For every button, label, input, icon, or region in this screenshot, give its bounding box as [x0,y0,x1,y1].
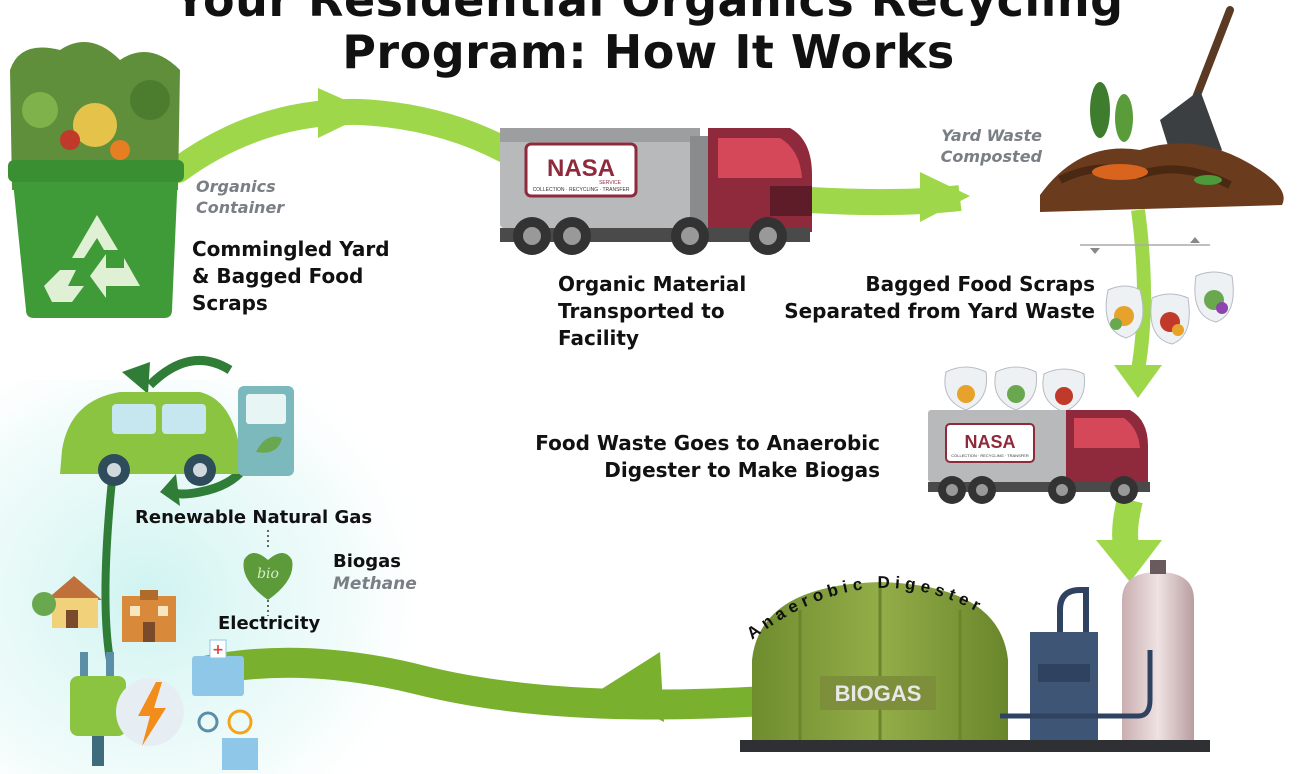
leaf-icon [256,436,282,453]
hospital-icon: + [192,639,244,696]
digester-transport-truck: NASA COLLECTION · RECYCLING · TRANSFER [928,366,1150,504]
bio-heart-icon: bio [243,530,293,616]
lightning-icon [116,678,184,746]
organics-container-caption: Organics Container [196,177,285,217]
wifi-device-icon [197,709,258,770]
page-title-line-2: Program: How It Works [342,25,955,79]
anaerobic-label: Food Waste Goes to Anaerobic Digester to… [535,431,880,482]
organics-bin [8,42,184,318]
methane-caption: Methane [333,574,417,594]
flow-arrow-truck-to-compost [809,172,970,222]
truck-tagline-text: COLLECTION · RECYCLING · TRANSFER [533,187,630,193]
separation-label: Bagged Food Scraps Separated from Yard W… [784,272,1095,323]
food-scrap-bags-top [1105,271,1234,345]
anaerobic-digester: BIOGAS Anaerobic Digester [740,560,1210,752]
truck2-brand-text: NASA [964,432,1015,452]
recycle-symbol-icon [44,215,140,302]
digester-tank-text: BIOGAS [835,681,922,706]
collection-truck: NASA SERVICE COLLECTION · RECYCLING · TR… [500,128,812,255]
truck-service-text: SERVICE [599,180,622,186]
flow-arrow-compost-down [1096,209,1162,582]
bio-leaf-text: bio [257,566,279,582]
compost-pile [1040,6,1284,212]
house-icon [32,576,102,628]
biogas-label: Biogas [333,551,402,572]
commingled-label: Commingled Yard & Bagged Food Scraps [192,237,390,315]
separator-line [1080,237,1210,254]
plug-icon [70,652,126,766]
truck-brand-text: NASA [547,155,615,182]
electricity-label: Electricity [218,613,321,634]
electric-car [60,392,244,486]
svg-text:+: + [212,642,224,658]
building-icon [122,590,176,642]
flow-arrow-bin-to-truck [165,88,518,183]
page-title-line-1: Your Residential Organics Recycling [173,0,1124,27]
rng-label: Renewable Natural Gas [135,507,373,528]
truck2-tagline-text: COLLECTION · RECYCLING · TRANSFER [951,453,1029,458]
transport-label: Organic Material Transported to Facility [558,272,747,350]
flow-arrow-digester-to-energy [196,647,782,722]
charging-station [238,386,294,476]
yard-waste-caption: Yard Waste Composted [940,126,1042,166]
